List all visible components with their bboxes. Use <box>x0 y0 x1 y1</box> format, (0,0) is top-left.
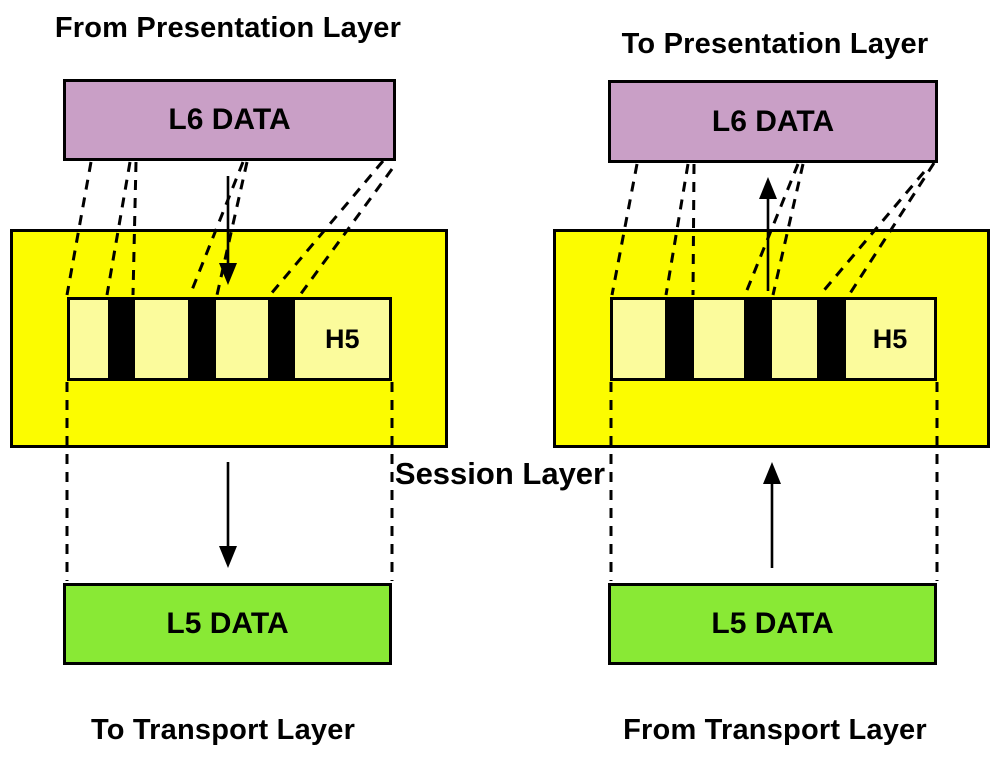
right-flow-title: To Presentation Layer <box>621 28 929 60</box>
data-segment <box>135 300 188 378</box>
data-segment <box>70 300 108 378</box>
header-segment <box>187 300 217 378</box>
left-lower-down-arrow-head <box>219 546 237 568</box>
header-segment <box>743 300 773 378</box>
data-segment <box>772 300 817 378</box>
left-l6-data-label: L6 DATA <box>168 103 291 136</box>
data-segment <box>694 300 744 378</box>
right-bottom-flow-title: From Transport Layer <box>623 714 927 746</box>
header-segment <box>108 300 135 378</box>
h5-segment: H5 <box>846 300 934 378</box>
session-layer-caption: Session Layer <box>394 456 606 491</box>
right-l6-data-label: L6 DATA <box>711 104 835 138</box>
header-segment <box>817 300 846 378</box>
left-h5-segmented-bar: H5 <box>67 297 392 381</box>
right-h5-segmented-bar: H5 <box>610 297 937 381</box>
data-segment <box>613 300 665 378</box>
left-l5-data-label: L5 DATA <box>166 607 289 640</box>
right-l5-data-box: L5 DATA <box>608 583 937 665</box>
h5-segment: H5 <box>295 300 388 378</box>
left-bottom-flow-title: To Transport Layer <box>90 714 356 746</box>
right-l6-data-box: L6 DATA <box>608 80 938 163</box>
left-h5-label: H5 <box>324 323 360 354</box>
left-flow-title: From Presentation Layer <box>54 12 402 44</box>
header-segment <box>665 300 694 378</box>
header-segment <box>268 300 296 378</box>
left-l5-data-box: L5 DATA <box>63 583 392 665</box>
right-lower-up-arrow-head <box>763 462 781 484</box>
right-h5-label: H5 <box>872 323 908 354</box>
data-segment <box>216 300 268 378</box>
left-l6-data-box: L6 DATA <box>63 79 396 161</box>
right-up-arrow-head <box>759 177 777 199</box>
right-l5-data-label: L5 DATA <box>711 607 834 640</box>
